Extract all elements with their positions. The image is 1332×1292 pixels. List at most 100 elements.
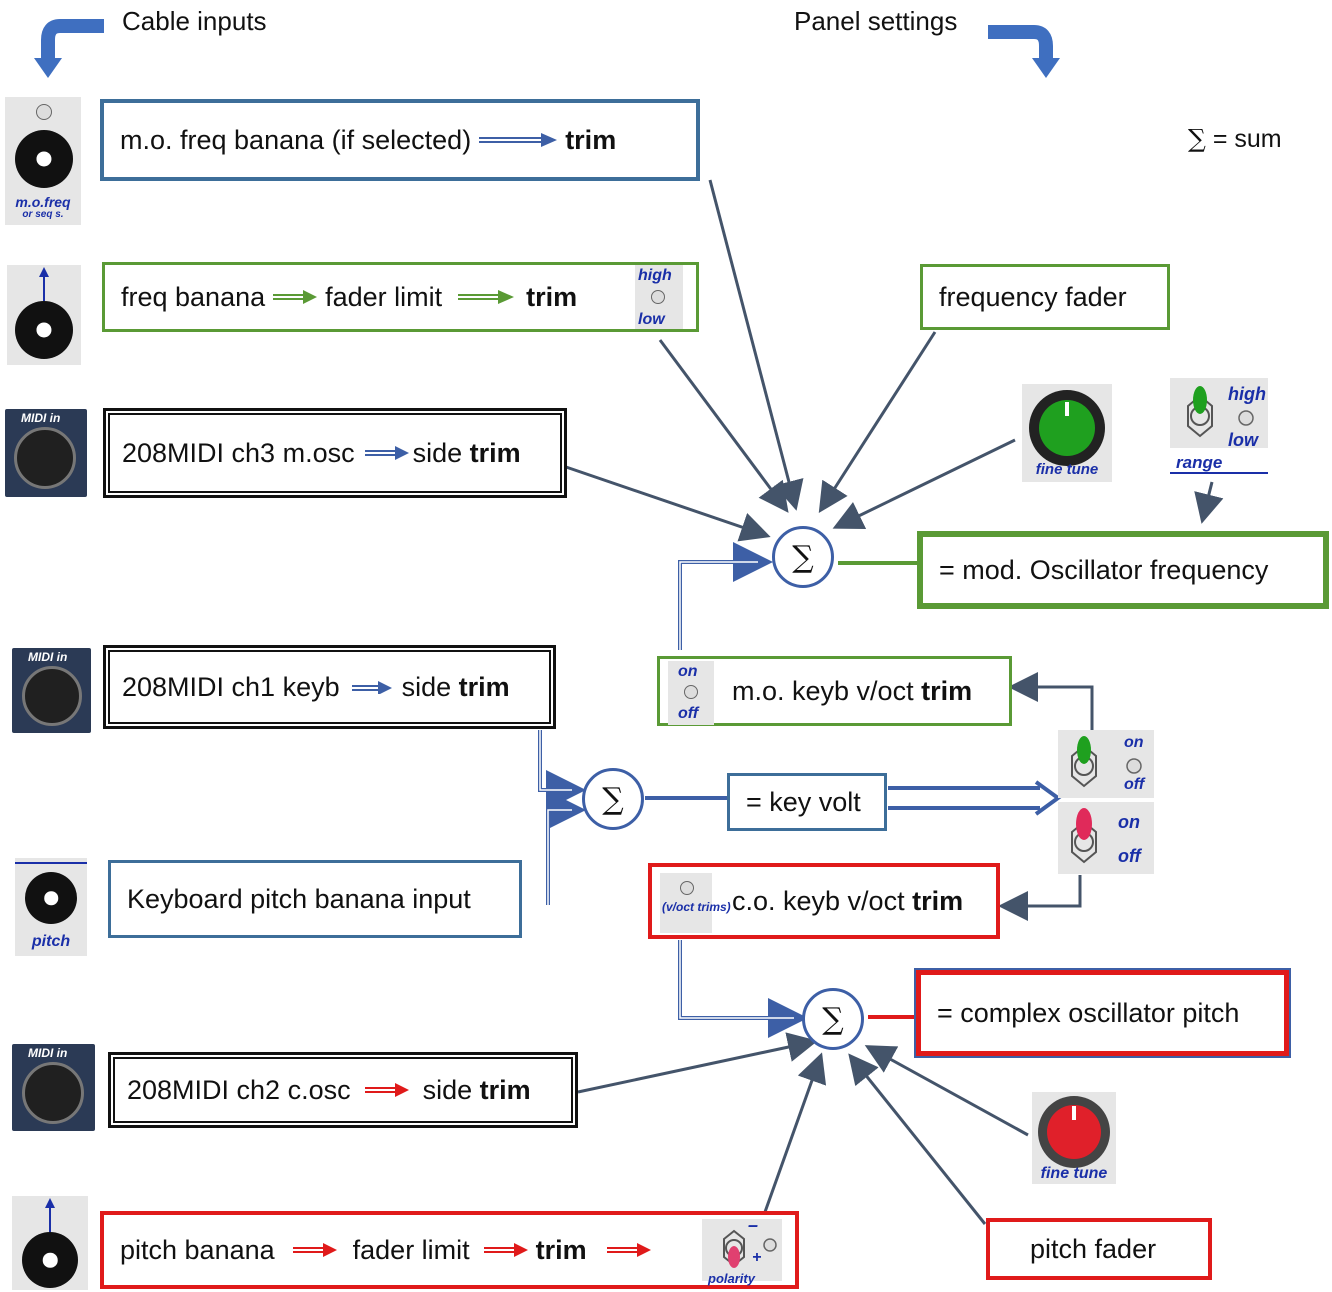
midi-socket-icon (22, 1062, 84, 1124)
polarity-toggle-icon (723, 1229, 777, 1268)
mo-freq-jack-sublabel: or seq s. (22, 209, 64, 220)
mod-osc-frequency-text: = mod. Oscillator frequency (939, 554, 1269, 585)
cable-inputs-arrow-icon (34, 19, 104, 78)
midi-ch3-box: 208MIDI ch3 m.osc side trim (103, 408, 567, 498)
fine-tune-label: fine tune (1035, 461, 1099, 478)
fine-tune-red-knob-panel: fine tune (1032, 1092, 1116, 1184)
midi-in-ch3-port[interactable]: MIDI in (5, 409, 87, 497)
range-high-label: high (1228, 384, 1266, 404)
freq-banana-jack-panel (7, 265, 81, 365)
midi-ch2-text: 208MIDI ch2 c.osc (127, 1074, 351, 1105)
midi-socket-icon (22, 666, 82, 726)
frequency-fader-box: frequency fader (920, 264, 1170, 330)
trim-label: trim (479, 1074, 531, 1105)
midi-ch1-text: 208MIDI ch1 keyb (122, 671, 340, 702)
switch-off-label: off (678, 705, 699, 722)
pitch-fader-box: pitch fader (986, 1218, 1212, 1280)
trim-label: trim (469, 437, 521, 468)
panel-settings-heading: Panel settings (794, 6, 958, 36)
fader-limit-text: fader limit (325, 281, 443, 312)
mo-keyb-trim-box: on off m.o. keyb v/oct trim (657, 656, 1012, 726)
switch-high-label: high (638, 267, 672, 284)
up-arrow-icon (39, 267, 49, 301)
polarity-switch[interactable]: – + polarity (702, 1215, 782, 1286)
keyboard-pitch-text: Keyboard pitch banana input (127, 883, 471, 914)
green-toggle-switch[interactable]: on off (1058, 730, 1154, 798)
red-toggle-switch[interactable]: on off (1058, 802, 1154, 874)
green-arrow-icon (273, 290, 318, 304)
range-switch[interactable]: high low range (1170, 378, 1268, 474)
pitch-jack-label: pitch (31, 933, 71, 950)
fine-tune-knob-icon[interactable] (1032, 1092, 1116, 1184)
polarity-minus-label: – (748, 1215, 759, 1235)
midi-ch2-box: 208MIDI ch2 c.osc side trim (108, 1052, 578, 1128)
green-arrow-icon (458, 290, 515, 304)
midi-in-label: MIDI in (28, 1046, 68, 1060)
keyboard-pitch-jack-panel: pitch (15, 858, 87, 956)
led-icon (651, 290, 665, 304)
jack-icon[interactable] (15, 130, 73, 188)
blue-arrow-icon (364, 446, 409, 460)
pitch-banana-box: pitch banana fader limit trim – + polari… (100, 1211, 799, 1289)
midi-in-ch2-port[interactable]: MIDI in (12, 1044, 95, 1131)
trim-label: trim (912, 885, 964, 916)
freq-banana-box: freq banana fader limit trim high low (102, 262, 699, 332)
red-toggle-icon (1071, 808, 1097, 864)
trim-label: trim (565, 124, 617, 155)
mo-freq-banana-box: m.o. freq banana (if selected) trim (100, 99, 700, 181)
complex-osc-pitch-text: = complex oscillator pitch (937, 997, 1240, 1028)
midi-in-ch1-port[interactable]: MIDI in (12, 648, 91, 733)
fader-limit-text: fader limit (352, 1234, 470, 1265)
divider (15, 862, 87, 864)
side-text: side (412, 437, 463, 468)
polarity-label: polarity (708, 1271, 755, 1286)
vo-trims-label: (v/oct trims) (662, 900, 731, 914)
fine-tune-label: fine tune (1040, 1165, 1108, 1182)
trim-label: trim (535, 1234, 587, 1265)
sum-legend-text: = sum (1212, 125, 1282, 153)
side-text: side (422, 1074, 473, 1105)
panel-settings-arrow-icon (988, 25, 1060, 78)
jack-icon[interactable] (25, 872, 77, 924)
red-arrow-icon (606, 1243, 651, 1257)
midi-in-label: MIDI in (28, 650, 68, 664)
mo-freq-jack-label: m.o.freq (15, 194, 71, 210)
range-label: range (1176, 453, 1223, 472)
polarity-plus-label: + (752, 1249, 762, 1266)
sum-legend: ∑ = sum (1188, 124, 1282, 154)
fine-tune-green-knob-panel: fine tune (1022, 384, 1112, 482)
co-keyb-text: c.o. keyb v/oct (732, 885, 905, 916)
switch-off-label: off (1124, 776, 1145, 793)
blue-arrow-icon (479, 133, 558, 147)
fine-tune-knob-icon[interactable] (1022, 384, 1112, 482)
complex-osc-pitch-box: = complex oscillator pitch (914, 968, 1291, 1058)
vo-trims-switch[interactable]: (v/oct trims) (660, 873, 731, 933)
jack-icon[interactable] (22, 1232, 78, 1288)
jack-icon[interactable] (15, 301, 73, 359)
red-arrow-icon (483, 1243, 528, 1257)
green-toggle-icon (1071, 736, 1142, 788)
switch-on-label: on (1118, 812, 1140, 832)
blue-arrow-icon (351, 681, 392, 694)
key-volt-sum-node: ∑ (582, 768, 644, 830)
divider (1170, 472, 1268, 474)
freq-banana-text: freq banana (121, 281, 266, 312)
complex-osc-sum-node: ∑ (802, 988, 864, 1050)
cable-inputs-heading: Cable inputs (122, 6, 267, 36)
high-low-switch[interactable]: high low (635, 265, 683, 329)
mo-keyb-text: m.o. keyb v/oct (732, 675, 914, 706)
led-icon (680, 881, 694, 895)
mo-freq-jack-panel: m.o.freq or seq s. (5, 97, 81, 225)
red-arrow-icon (292, 1243, 337, 1257)
range-low-label: low (1228, 430, 1258, 450)
pitch-banana-jack-panel (12, 1196, 88, 1290)
sum-symbol: ∑ (1188, 124, 1206, 153)
co-keyb-trim-box: (v/oct trims) c.o. keyb v/oct trim (648, 863, 1000, 939)
up-arrow-icon (45, 1198, 55, 1232)
mo-keyb-on-off-switch[interactable]: on off (668, 661, 714, 725)
range-toggle-icon (1187, 386, 1254, 438)
switch-low-label: low (638, 311, 665, 328)
trim-label: trim (526, 281, 578, 312)
midi-ch1-box: 208MIDI ch1 keyb side trim (103, 645, 556, 729)
